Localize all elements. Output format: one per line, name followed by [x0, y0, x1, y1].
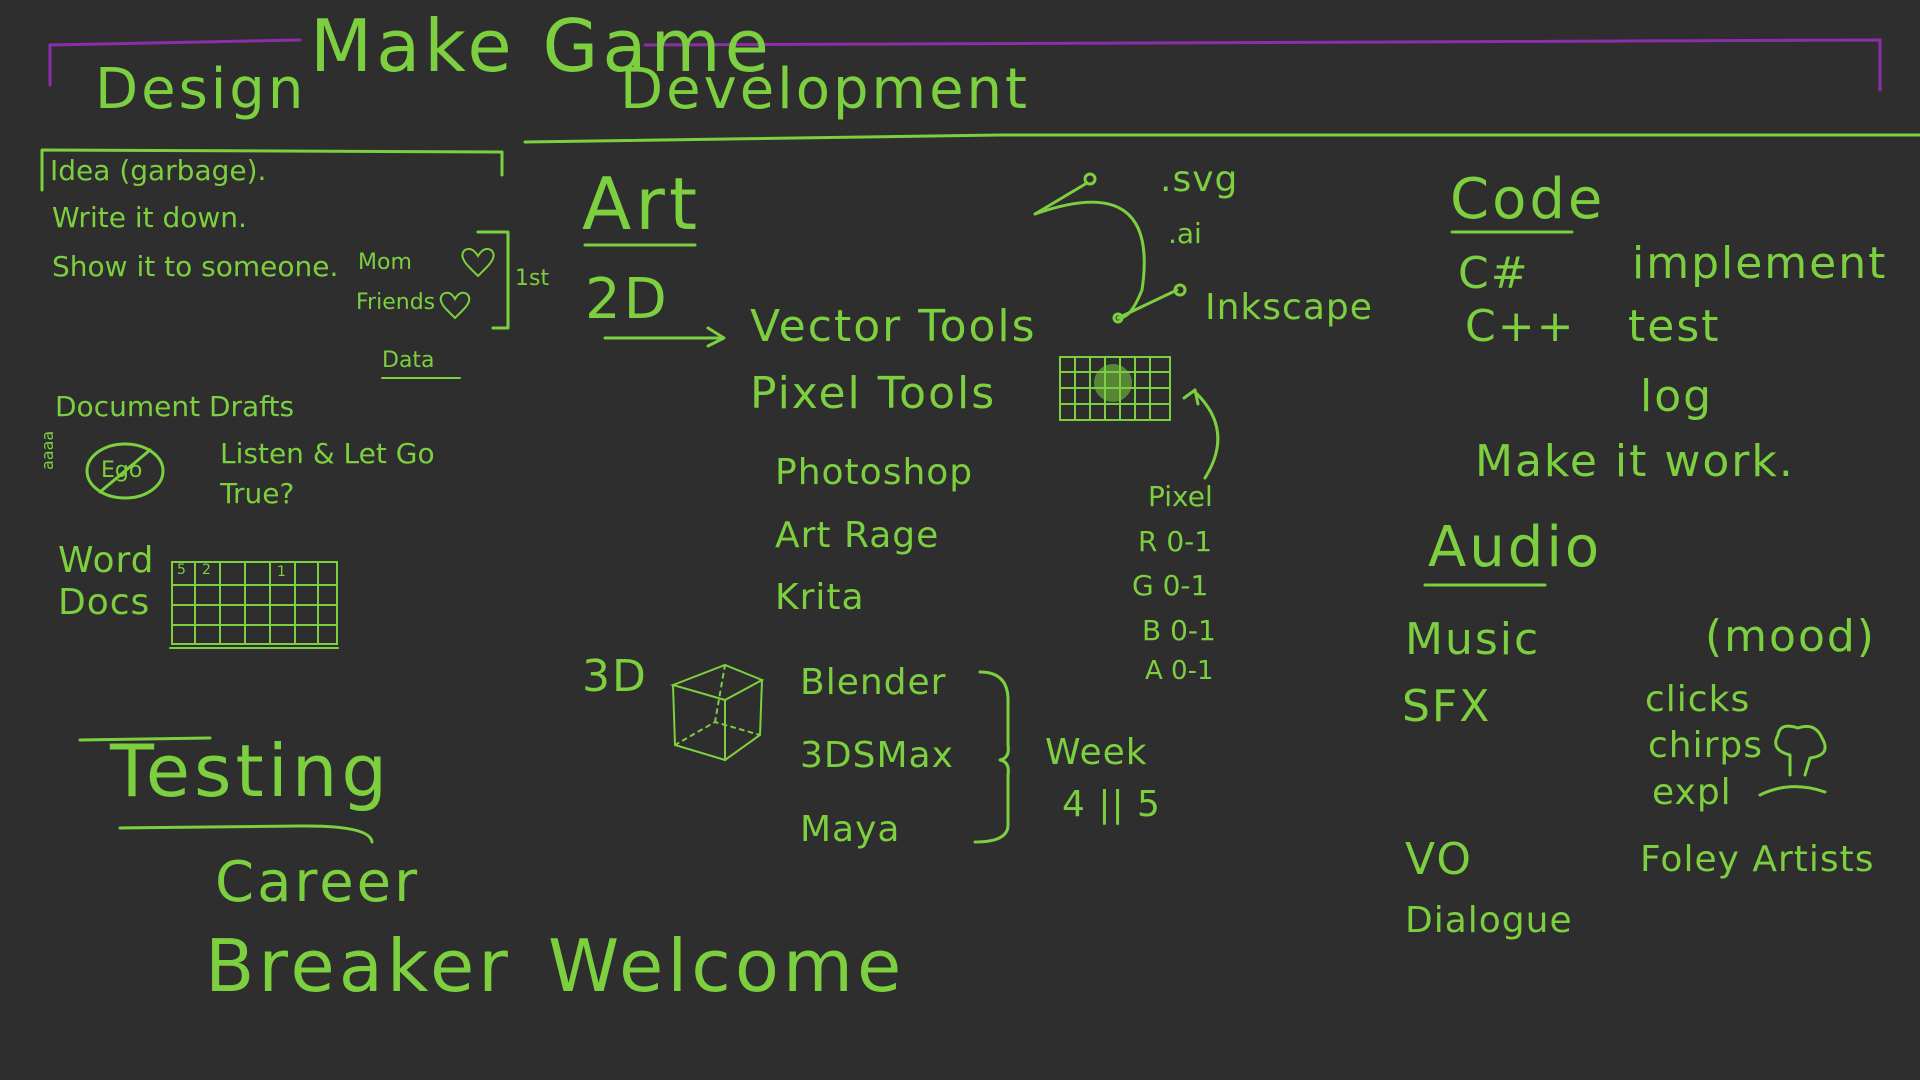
week-label: Week [1045, 732, 1148, 773]
docs-label: Docs [58, 582, 151, 623]
cube-icon [669, 663, 765, 762]
make-it-work: Make it work. [1475, 436, 1795, 487]
audio-heading: Audio [1428, 515, 1603, 580]
grid-num: 1 [277, 564, 286, 580]
log-label: log [1640, 371, 1714, 422]
design-data: Data [382, 348, 435, 373]
inkscape-label: Inkscape [1205, 287, 1373, 328]
implement-label: implement [1632, 238, 1888, 289]
word-label: Word [58, 540, 155, 581]
bezier-icon [1033, 172, 1187, 324]
cpp-label: C++ [1465, 301, 1576, 352]
pixel-grid-icon [1059, 356, 1171, 421]
2d-label: 2D [585, 267, 670, 332]
design-listen: Listen & Let Go [220, 437, 435, 470]
vo-label: VO [1405, 834, 1473, 885]
first-brace [476, 230, 510, 330]
foley-label: Foley Artists [1640, 839, 1875, 880]
grid-num: 2 [202, 562, 211, 578]
sfx-label: SFX [1402, 681, 1492, 732]
mood-label: (mood) [1705, 611, 1876, 662]
header-divider [523, 133, 1920, 144]
design-first: 1st [515, 266, 550, 291]
clicks-label: clicks [1645, 679, 1751, 720]
svg-label: .svg [1160, 159, 1239, 200]
ai-label: .ai [1168, 217, 1202, 250]
design-friends: Friends [356, 290, 436, 315]
arrow-icon [603, 326, 726, 348]
3dsmax-label: 3DSMax [800, 735, 954, 776]
vertical-scribble: aaaa [38, 430, 57, 470]
design-idea: Idea (garbage). [50, 154, 267, 187]
code-heading: Code [1450, 167, 1606, 232]
design-mom: Mom [358, 250, 412, 275]
design-true: True? [220, 477, 295, 510]
art-heading: Art [582, 162, 702, 246]
welcome-label: Welcome [548, 924, 906, 1008]
testing-heading: Testing [110, 729, 392, 813]
breaker-label: Breaker [205, 924, 512, 1008]
3d-label: 3D [582, 651, 648, 702]
test-label: test [1628, 301, 1721, 352]
ego-circle [85, 442, 165, 500]
week-nums: 4 || 5 [1062, 784, 1161, 825]
design-show: Show it to someone. [52, 250, 339, 283]
heart-icon [461, 247, 495, 278]
ego-label: Ego [101, 458, 143, 483]
grid-num: 5 [177, 562, 186, 578]
design-document: Document Drafts [55, 390, 295, 423]
3d-brace [973, 670, 1010, 844]
artrage-label: Art Rage [775, 515, 940, 556]
tree-icon [1758, 724, 1827, 797]
career-label: Career [215, 850, 421, 915]
blender-label: Blender [800, 662, 947, 703]
expl-label: expl [1652, 772, 1732, 813]
maya-label: Maya [800, 809, 901, 850]
dialogue-label: Dialogue [1405, 900, 1573, 941]
csharp-label: C# [1458, 248, 1530, 299]
heart-icon [439, 291, 471, 320]
board-title: Make Game [310, 4, 773, 88]
development-heading: Development [620, 57, 1030, 122]
photoshop-label: Photoshop [775, 452, 974, 493]
chirps-label: chirps [1648, 725, 1764, 766]
krita-label: Krita [775, 577, 865, 618]
rgba-a: A 0-1 [1145, 656, 1214, 686]
design-heading: Design [95, 57, 307, 122]
rgba-r: R 0-1 [1138, 525, 1213, 558]
rgba-g: G 0-1 [1132, 569, 1209, 602]
pixel-label: Pixel [1148, 480, 1213, 513]
music-label: Music [1405, 614, 1541, 665]
design-write: Write it down. [52, 201, 247, 234]
word-docs-grid [169, 561, 339, 649]
title-bracket [48, 38, 1882, 92]
rgba-b: B 0-1 [1142, 614, 1216, 647]
pixel-tools: Pixel Tools [750, 368, 997, 419]
vector-tools: Vector Tools [750, 301, 1037, 352]
design-box [40, 148, 504, 192]
